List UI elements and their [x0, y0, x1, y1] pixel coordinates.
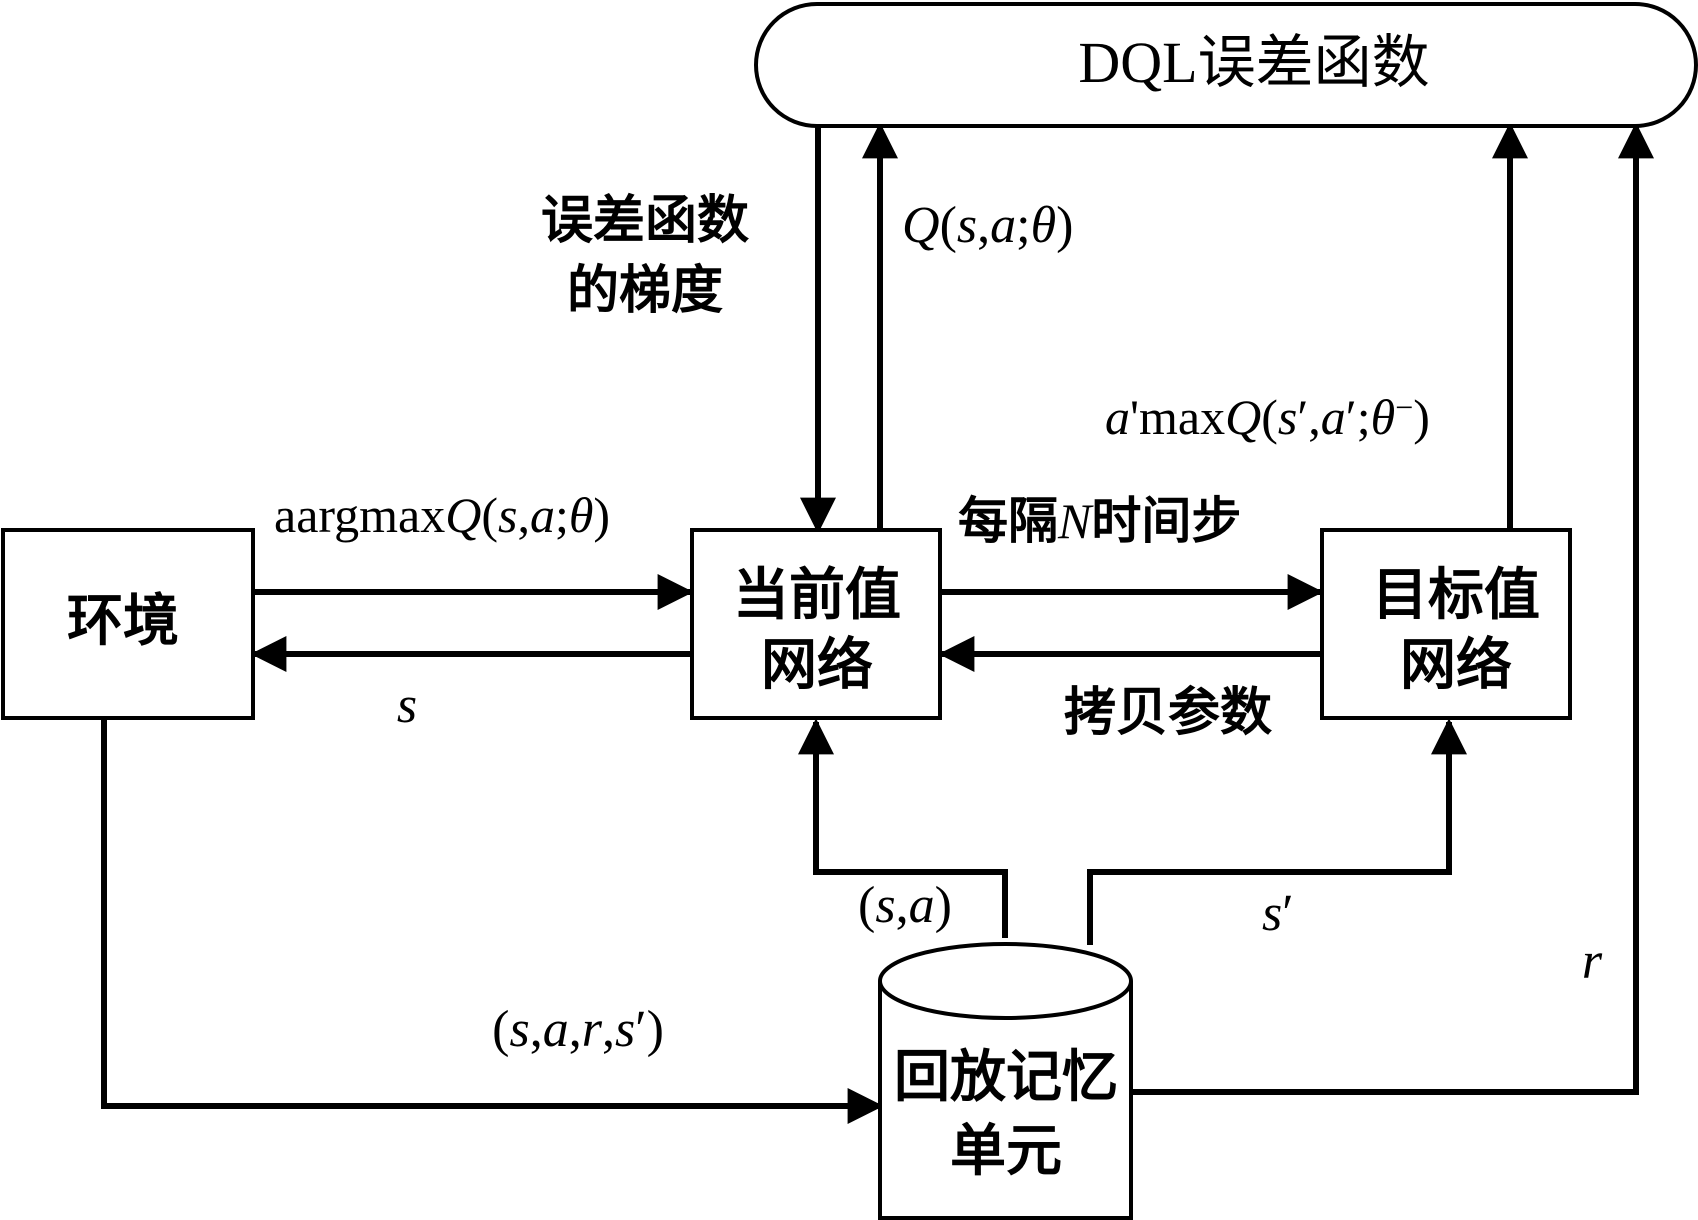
gradient-label-line2: 的梯度	[567, 261, 723, 321]
reward-arrow	[1131, 122, 1654, 1095]
transition-arrow	[101, 718, 884, 1124]
dql-error-function-label: DQL误差函数	[1078, 30, 1429, 95]
reward-label: r	[1582, 933, 1603, 990]
s-prime-label: s′	[1262, 885, 1294, 942]
replay-memory-label-line2: 单元	[950, 1119, 1062, 1184]
current-network-label-line1: 当前值	[733, 563, 901, 628]
environment-label: 环境	[67, 589, 179, 654]
q-target-label: a'maxQ(s′,a′;θ−)	[1105, 389, 1430, 445]
every-n-label: 每隔N时间步	[958, 492, 1241, 550]
gradient-label-line1: 误差函数	[541, 191, 749, 251]
replay-memory-label-line1: 回放记忆	[894, 1045, 1118, 1110]
q-current-label: Q(s,a;θ)	[902, 197, 1073, 254]
state-label: s	[397, 677, 417, 734]
current-network-node: 当前值 网络	[690, 528, 942, 720]
sa-arrow	[798, 718, 1008, 938]
target-network-label-line1: 目标值	[1372, 563, 1540, 628]
dql-error-function-node: DQL误差函数	[754, 2, 1698, 128]
action-label: aargmaxQ(s,a;θ)	[274, 487, 610, 543]
current-network-label-line2: 网络	[761, 633, 873, 698]
environment-node: 环境	[1, 528, 255, 720]
replay-memory-node: 回放记忆 单元	[878, 942, 1133, 1220]
target-network-node: 目标值 网络	[1320, 528, 1572, 720]
transition-label: (s,a,r,s′)	[492, 1001, 664, 1058]
target-network-label-line2: 网络	[1400, 633, 1512, 698]
sa-label: (s,a)	[858, 877, 952, 934]
copy-params-label: 拷贝参数	[1064, 683, 1272, 743]
s-prime-arrow	[1087, 718, 1467, 945]
